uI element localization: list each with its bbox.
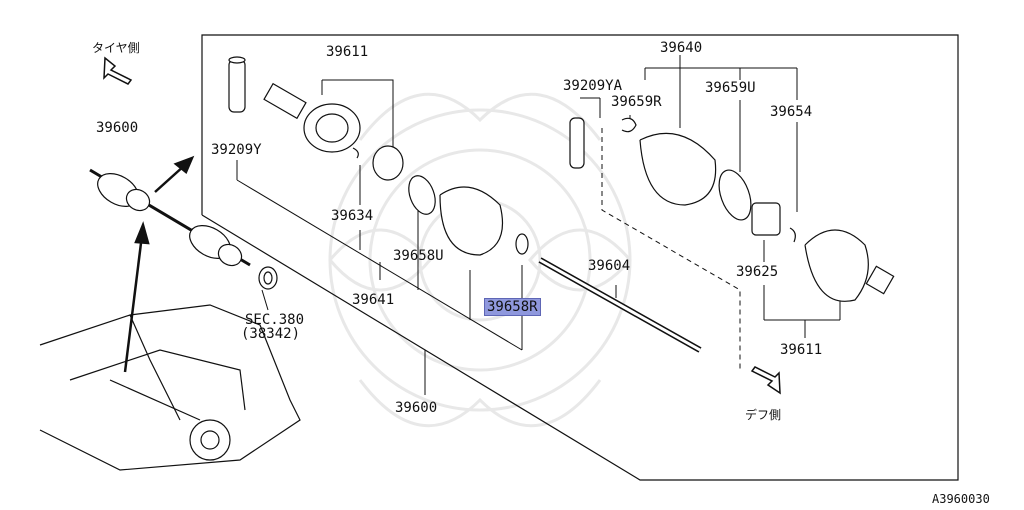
watermark-emblem [328,92,632,428]
frame-outline [201,34,959,481]
car-outline [39,304,301,471]
label-39625[interactable]: 39625 [736,264,779,280]
label-sec-ref[interactable]: SEC.380 [245,312,305,328]
axle-assembly-left [89,168,278,290]
label-39658R[interactable]: 39658R [484,298,541,316]
label-39634[interactable]: 39634 [331,208,374,224]
label-sec-sub: (38342) [241,326,301,342]
label-39209Y[interactable]: 39209Y [211,142,262,158]
label-39600-bottom[interactable]: 39600 [395,400,438,416]
label-39604[interactable]: 39604 [588,258,631,274]
label-39600-top[interactable]: 39600 [96,120,139,136]
label-39611-bottom[interactable]: 39611 [780,342,823,358]
label-39659U[interactable]: 39659U [705,80,756,96]
label-39659R[interactable]: 39659R [611,94,662,110]
label-39209YA[interactable]: 39209YA [563,78,623,94]
figure-code: A3960030 [932,492,990,506]
label-39611-top[interactable]: 39611 [326,44,369,60]
label-tire-side: タイヤ側 [92,41,140,55]
label-diff-side: デフ側 [745,408,782,422]
dashed-guide [601,128,741,372]
direction-arrows [123,155,195,373]
label-39658U[interactable]: 39658U [393,248,444,264]
label-39654[interactable]: 39654 [770,104,813,120]
side-arrows [103,56,781,395]
label-39641[interactable]: 39641 [352,292,395,308]
label-39640[interactable]: 39640 [660,40,703,56]
exploded-parts [228,56,895,353]
